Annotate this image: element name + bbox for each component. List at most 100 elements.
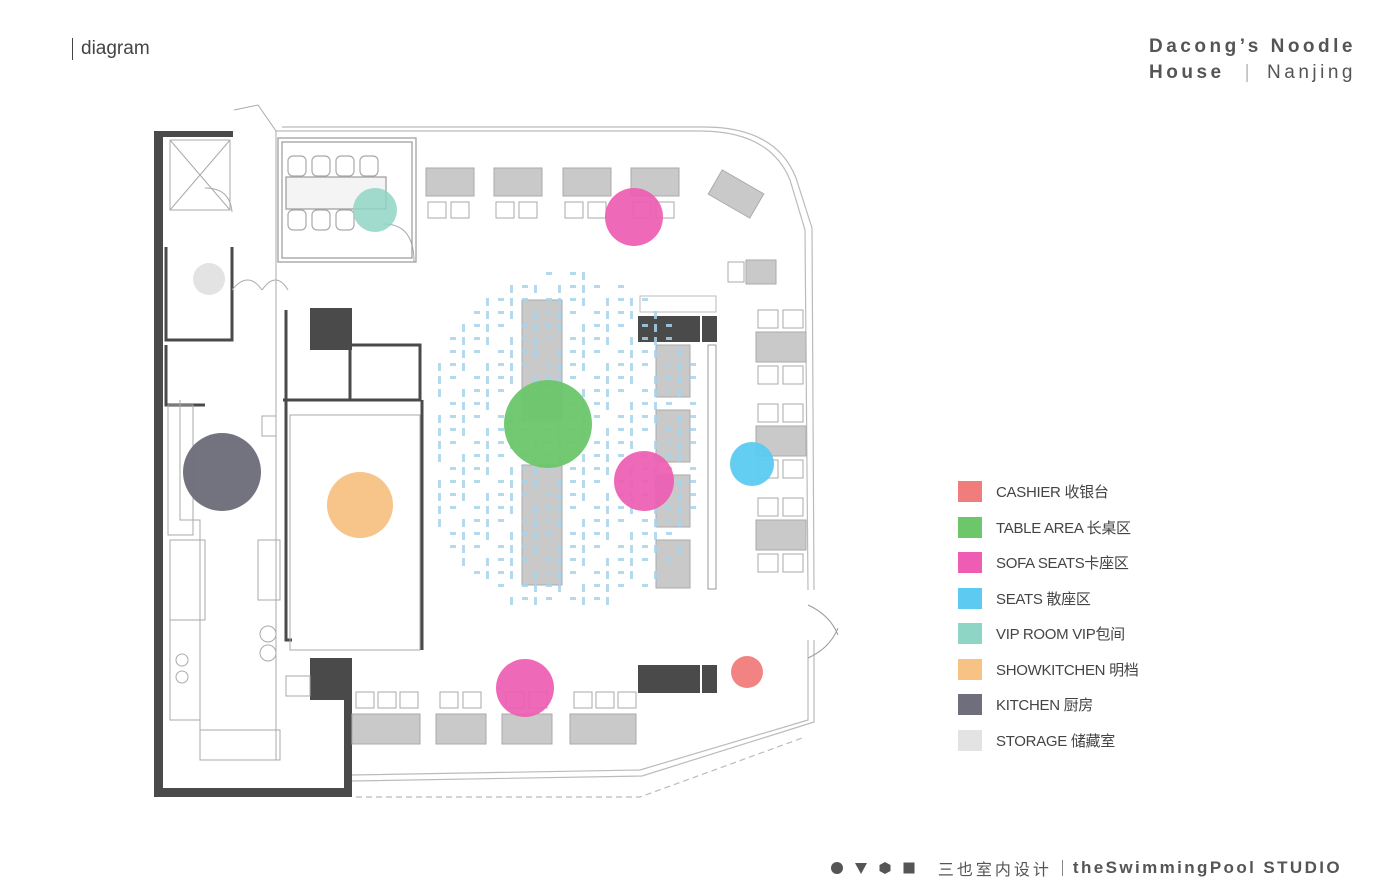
seat-mark [666, 376, 672, 379]
seat-mark [630, 402, 633, 410]
dark-blocks [310, 308, 717, 700]
seat-mark [594, 480, 600, 483]
seat-mark [582, 545, 585, 553]
seat-mark [558, 324, 561, 332]
seat-mark [690, 480, 696, 483]
legend-label: KITCHEN 厨房 [996, 697, 1094, 715]
seat-mark [606, 454, 609, 462]
seat-mark [666, 324, 672, 327]
seat-mark [618, 584, 624, 587]
seat-mark [630, 376, 633, 384]
seat-mark [594, 389, 600, 392]
seat-mark [498, 428, 504, 431]
seat-mark [462, 363, 465, 371]
seat-mark [486, 519, 489, 527]
seat-mark [642, 415, 648, 418]
seat-mark [630, 298, 633, 306]
studio-name-cn: 三也室内设计 [937, 862, 1052, 879]
seat-mark [654, 519, 657, 527]
seat-mark [498, 519, 504, 522]
seat-mark [462, 532, 465, 540]
seat-mark [594, 376, 600, 379]
seat-mark [522, 519, 528, 522]
seat-mark [522, 493, 528, 496]
seat-mark [462, 558, 465, 566]
seat-mark [474, 389, 480, 392]
seat-mark [510, 571, 513, 579]
seat-mark [510, 337, 513, 345]
seat-mark [570, 363, 576, 366]
seat-mark [654, 532, 657, 540]
seat-mark [438, 389, 441, 397]
seat-mark [498, 415, 504, 418]
seat-mark [582, 272, 585, 280]
seat-mark [606, 324, 609, 332]
seat-mark [486, 363, 489, 371]
seat-mark [606, 532, 609, 540]
seat-mark [438, 415, 441, 423]
cashier-marker [731, 656, 763, 688]
seat-mark [510, 532, 513, 540]
seat-mark [630, 558, 633, 566]
seat-mark [534, 584, 537, 592]
seat-mark [666, 337, 672, 340]
window-chairs-bottom [355, 691, 637, 709]
seat-mark [486, 571, 489, 579]
seat-mark [582, 363, 585, 371]
seat-mark [606, 506, 609, 514]
seat-mark [474, 337, 480, 340]
legend-label: SEATS 散座区 [996, 590, 1091, 608]
seat-mark [498, 545, 504, 548]
seat-mark [594, 597, 600, 600]
seat-mark [498, 584, 504, 587]
seat-mark [522, 480, 528, 483]
seat-mark [678, 454, 681, 462]
seat-mark [666, 402, 672, 405]
seat-mark [654, 571, 657, 579]
seat-mark [606, 571, 609, 579]
seat-mark [594, 571, 600, 574]
seat-mark [642, 584, 648, 587]
seat-mark [474, 506, 480, 509]
seat-mark [618, 324, 624, 327]
seat-mark [642, 428, 648, 431]
seat-mark [594, 285, 600, 288]
seat-mark [522, 285, 528, 288]
seat-mark [690, 428, 696, 431]
seat-mark [570, 480, 576, 483]
seat-mark [570, 285, 576, 288]
seat-mark [534, 480, 537, 488]
seat-mark [534, 519, 537, 527]
seat-mark [474, 480, 480, 483]
seat-mark [450, 545, 456, 548]
seat-mark [498, 493, 504, 496]
seat-mark [594, 311, 600, 314]
seat-mark [438, 441, 441, 449]
seat-mark [606, 428, 609, 436]
seat-mark [510, 506, 513, 514]
seat-mark [510, 376, 513, 384]
seat-mark [618, 454, 624, 457]
seat-mark [690, 467, 696, 470]
legend-label: VIP ROOM VIP包间 [996, 626, 1125, 644]
seat-mark [666, 558, 672, 561]
seat-mark [450, 402, 456, 405]
seat-mark [606, 363, 609, 371]
seat-mark [498, 389, 504, 392]
seat-mark [498, 376, 504, 379]
seat-mark [594, 324, 600, 327]
seat-mark [474, 441, 480, 444]
legend-label: TABLE AREA 长桌区 [996, 519, 1131, 537]
sofa-seats-marker-top [605, 188, 663, 246]
seat-mark [666, 363, 672, 366]
footer-shapes [830, 861, 926, 875]
seat-mark [546, 467, 552, 470]
seat-mark [594, 584, 600, 587]
seat-mark [558, 584, 561, 592]
seat-mark [510, 350, 513, 358]
seat-mark [462, 493, 465, 501]
seat-mark [690, 493, 696, 496]
seat-mark [438, 454, 441, 462]
seat-mark [582, 324, 585, 332]
